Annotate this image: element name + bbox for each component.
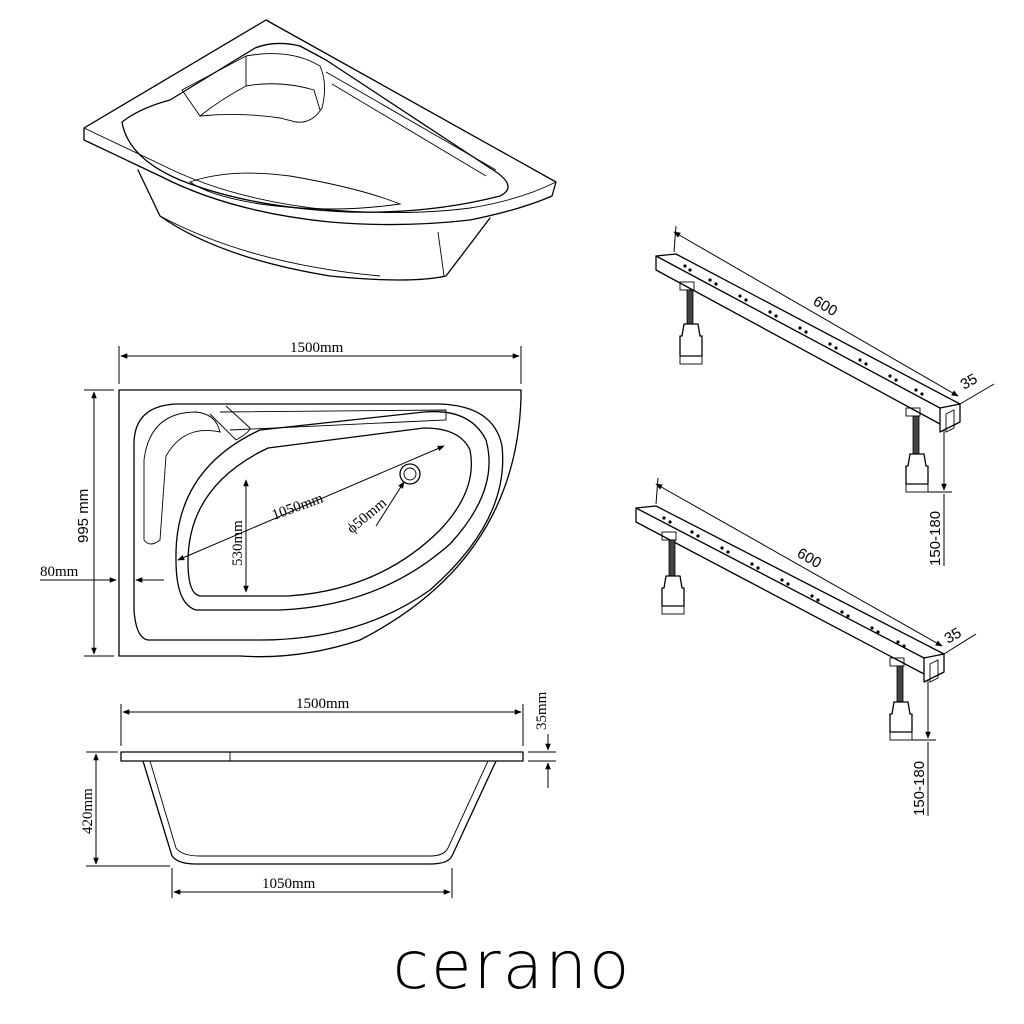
side-rim-height-label: 35mm	[534, 691, 550, 730]
leg-1-adjust-label: 150-180	[927, 511, 944, 566]
leg-2-adjust-label: 150-180	[911, 761, 928, 816]
bathtub-side-view: 1500mm 420mm 35mm 1050mm	[80, 691, 556, 898]
leg-1-profile-label: 35	[958, 370, 981, 393]
support-leg-1: 600 35 150-180	[655, 225, 995, 566]
bathtub-3d-view	[83, 19, 557, 281]
bathtub-plan-view: 1500mm 995 mm 80mm 1050mm 530mm ϕ50mm	[40, 340, 522, 658]
plan-depth-label: 995 mm	[75, 489, 92, 543]
leg-2-profile-label: 35	[942, 624, 965, 647]
plan-drain-label: ϕ50mm	[344, 495, 390, 537]
plan-diagonal-label: 1050mm	[270, 490, 326, 523]
leg-1-length-label: 600	[810, 293, 840, 320]
support-leg-2: 600 35 150-180	[635, 477, 977, 816]
plan-rim-label: 80mm	[40, 564, 79, 580]
side-bottom-width-label: 1050mm	[262, 876, 316, 892]
plan-inner-width-label: 530mm	[230, 520, 246, 566]
plan-width-label: 1500mm	[290, 340, 344, 356]
leg-2-length-label: 600	[794, 545, 824, 572]
side-height-label: 420mm	[80, 788, 96, 834]
side-width-label: 1500mm	[296, 696, 350, 712]
brand-logo: cerano	[393, 927, 632, 1004]
